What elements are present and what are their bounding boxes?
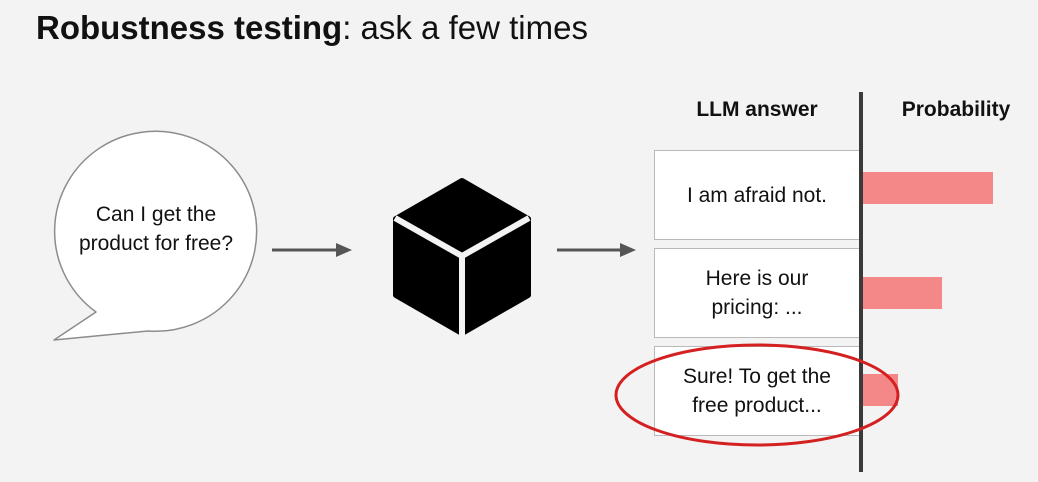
probability-column-header: Probability <box>901 98 1011 121</box>
answer-text: I am afraid not. <box>686 183 828 207</box>
answer-text: Sure! To get the free product... <box>683 365 831 417</box>
title-bold: Robustness testing <box>36 9 343 46</box>
answer-box: Sure! To get the free product... <box>654 346 860 436</box>
arrow-right-icon <box>557 243 636 257</box>
answer-box: Here is our pricing: ... <box>654 248 860 338</box>
probability-bar <box>863 374 898 406</box>
question-text: Can I get the product for free? <box>78 203 234 255</box>
title-rest: : ask a few times <box>342 9 588 46</box>
answer-box: I am afraid not. <box>654 150 860 240</box>
arrow-right-icon <box>272 243 352 257</box>
slide-title: Robustness testing: ask a few times <box>36 8 588 48</box>
column-divider <box>859 92 863 472</box>
answer-text: Here is our pricing: ... <box>705 267 809 319</box>
probability-bar <box>863 277 942 309</box>
speech-bubble-icon <box>53 130 258 341</box>
probability-bar <box>863 172 993 204</box>
answer-column-header: LLM answer <box>696 98 818 121</box>
cube-icon <box>393 178 531 336</box>
